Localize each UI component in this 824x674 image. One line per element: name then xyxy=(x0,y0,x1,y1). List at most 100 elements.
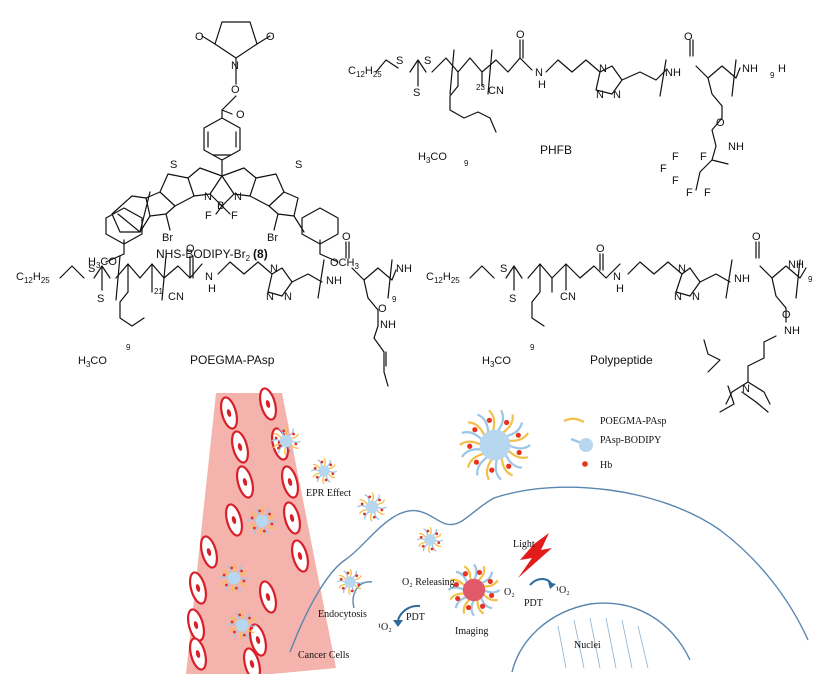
atom-f: F xyxy=(205,210,212,222)
atom-nh: NH xyxy=(380,319,396,331)
atom-f: F xyxy=(672,151,679,163)
rbc xyxy=(235,465,255,499)
atom-o: O xyxy=(596,243,605,255)
rbc xyxy=(280,465,300,499)
title-nhs-bodipy: NHS-BODIPY-Br2(8) xyxy=(156,247,268,263)
atom-s: S xyxy=(424,55,431,67)
atom-s: S xyxy=(500,263,507,275)
title-phfb: PHFB xyxy=(540,143,572,157)
nhs-bodipy-structure xyxy=(105,21,339,263)
atom-nh: NH xyxy=(734,273,750,285)
nucleus-membrane xyxy=(511,602,691,673)
atom-f: F xyxy=(686,187,693,199)
atom-s: S xyxy=(170,159,177,171)
c12h25-polypeptide: C12H25 xyxy=(426,271,460,285)
atom-s: S xyxy=(295,159,302,171)
lightning-icon xyxy=(518,533,552,578)
nanoparticle xyxy=(310,457,338,485)
label-o2-releasing: O₂ Releasing xyxy=(402,577,455,588)
rbc xyxy=(199,535,219,569)
atom-n: N xyxy=(204,191,212,203)
arrow-left-pdt xyxy=(397,604,421,621)
poegma-pasp-structure xyxy=(59,241,397,387)
atom-n: N xyxy=(231,60,239,72)
endocytosis-membrane xyxy=(352,581,373,609)
atom-nh: NH xyxy=(665,67,681,79)
repeat-9: 9 xyxy=(392,295,397,304)
legend-poegma-icon xyxy=(563,417,585,423)
rbc xyxy=(188,637,208,671)
label-endocytosis: Endocytosis xyxy=(318,609,367,620)
nanoparticle xyxy=(357,492,387,522)
atom-o: O xyxy=(342,231,351,243)
label-cancer-cells: Cancer Cells xyxy=(298,650,349,661)
atom-o: O xyxy=(782,309,791,321)
atom-f: F xyxy=(700,151,707,163)
atom-o: O xyxy=(195,31,204,43)
atom-n: N xyxy=(234,191,242,203)
atom-f: F xyxy=(704,187,711,199)
nanoparticle xyxy=(227,610,257,640)
atom-nh: NH xyxy=(396,263,412,275)
atom-o: O xyxy=(516,29,525,41)
atom-b: B xyxy=(217,200,224,212)
atom-h: H xyxy=(616,283,624,295)
repeat-23: 23 xyxy=(476,83,485,92)
atom-br: Br xyxy=(267,232,278,244)
legend-pasp-core-icon xyxy=(579,438,593,452)
repeat-9: 9 xyxy=(808,275,813,284)
rbc xyxy=(230,430,250,464)
atom-n: N xyxy=(270,263,278,275)
atom-o: O xyxy=(236,109,245,121)
methoxy-right: OCH3 xyxy=(330,257,359,271)
legend-hb-label: Hb xyxy=(600,460,612,471)
label-pdt-right: PDT xyxy=(524,598,543,609)
atom-s: S xyxy=(396,55,403,67)
cn-group: CN xyxy=(560,291,576,303)
cn-group: CN xyxy=(488,85,504,97)
atom-f: F xyxy=(231,210,238,222)
label-o2: O₂ xyxy=(504,587,515,598)
nanoparticle xyxy=(271,426,301,456)
legend-hb-icon xyxy=(582,461,588,467)
label-pdt-left: PDT xyxy=(406,612,425,623)
label-nuclei: Nuclei xyxy=(574,640,601,651)
arrow-head xyxy=(393,620,403,627)
atom-h: H xyxy=(208,283,216,295)
atom-n: N xyxy=(596,89,604,101)
label-epr-effect: EPR Effect xyxy=(306,488,351,499)
atom-n: N xyxy=(742,383,750,395)
legend-pasp-label: PAsp-BODIPY xyxy=(600,435,661,446)
repeat-9: 9 xyxy=(770,71,775,80)
rbc xyxy=(219,396,239,430)
atom-f: F xyxy=(672,175,679,187)
rbc xyxy=(290,539,310,573)
legend-poegma-label: POEGMA-PAsp xyxy=(600,416,666,427)
rbc xyxy=(282,501,302,535)
methoxy-polypeptide: H3CO xyxy=(482,355,511,369)
cell-membrane xyxy=(289,486,809,653)
hb-releasing-nanoparticle xyxy=(447,563,501,617)
atom-o: O xyxy=(186,243,195,255)
title-poegma-pasp: POEGMA-PAsp xyxy=(190,353,275,367)
label-singlet-o2-right: ¹O₂ xyxy=(556,585,570,596)
nanoparticle xyxy=(247,506,277,536)
atom-nh: NH xyxy=(728,141,744,153)
label-imaging: Imaging xyxy=(455,626,488,637)
atom-nh: NH xyxy=(788,259,804,271)
atom-n: N xyxy=(535,67,543,79)
title-polypeptide: Polypeptide xyxy=(590,353,653,367)
repeat-9: 9 xyxy=(530,343,535,352)
nanoparticle xyxy=(219,563,249,593)
c12h25-phfb: C12H25 xyxy=(348,65,382,79)
atom-n: N xyxy=(599,63,607,75)
atom-s: S xyxy=(413,87,420,99)
atom-s: S xyxy=(97,293,104,305)
atom-nh: NH xyxy=(742,63,758,75)
atom-o: O xyxy=(231,84,240,96)
atom-s: S xyxy=(509,293,516,305)
legend-nanoparticle xyxy=(459,409,531,481)
methoxy-poegma: H3CO xyxy=(78,355,107,369)
atom-n: N xyxy=(613,271,621,283)
